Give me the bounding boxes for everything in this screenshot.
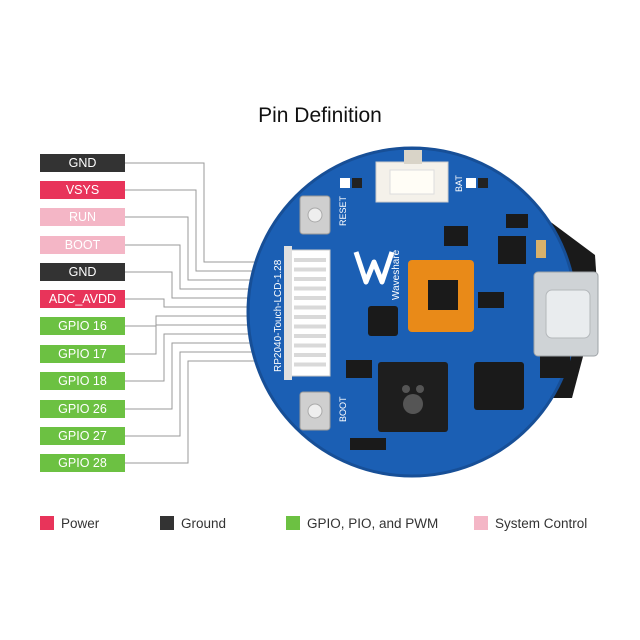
pin-wire	[125, 333, 296, 382]
fpc-pin	[294, 334, 326, 338]
legend-swatch	[474, 516, 488, 530]
fpc-pin	[294, 362, 326, 367]
legend-swatch	[286, 516, 300, 530]
pin-label: GPIO 26	[40, 400, 125, 418]
pin-wire	[125, 342, 296, 410]
pin-label: GND	[40, 154, 125, 172]
legend-swatch	[160, 516, 174, 530]
fpc-pin	[294, 277, 326, 281]
board-model-label: RP2040-Touch-LCD-1.28	[273, 259, 284, 372]
waveshare-logo-icon	[353, 251, 395, 285]
fpc-pin	[294, 343, 326, 348]
legend-label: Ground	[181, 515, 227, 531]
pin-wire	[125, 162, 296, 263]
pin-label: GPIO 27	[40, 427, 125, 445]
pin-label: GND	[40, 263, 125, 281]
fpc-pin	[294, 305, 326, 310]
pin-wires	[125, 162, 296, 464]
fpc-pin	[294, 296, 326, 300]
legend-label: GPIO, PIO, and PWM	[307, 515, 439, 531]
pin-wire	[125, 271, 296, 299]
diagram-title: Pin Definition	[258, 104, 382, 127]
pin-label: RUN	[40, 208, 125, 226]
brand-label: Waveshare	[391, 249, 402, 300]
bat-silk-label: BAT	[454, 175, 464, 192]
fpc-pin	[294, 258, 326, 262]
pin-label: GPIO 18	[40, 372, 125, 390]
legend-swatch	[40, 516, 54, 530]
pin-wire	[125, 351, 296, 437]
pin-label: BOOT	[40, 236, 125, 254]
pin-wire	[125, 216, 296, 281]
pin-label: GPIO 16	[40, 317, 125, 335]
fpc-pin	[294, 286, 326, 291]
pin-label: VSYS	[40, 181, 125, 199]
fpc-pin	[294, 353, 326, 357]
pin-label: GPIO 17	[40, 345, 125, 363]
pin-wire	[125, 360, 296, 464]
raspberry-logo-icon	[402, 385, 424, 414]
pin-label: ADC_AVDD	[40, 290, 125, 308]
regulator-chip	[474, 362, 524, 410]
legend-item: Ground	[160, 514, 226, 532]
pin-wire	[125, 298, 296, 308]
reset-silk-label: RESET	[338, 195, 348, 226]
legend-item: Power	[40, 514, 99, 532]
fpc-pin	[294, 324, 326, 329]
boot-silk-label: BOOT	[338, 396, 348, 422]
pin-wire	[125, 315, 296, 327]
legend-item: System Control	[474, 514, 587, 532]
pin-label: GPIO 28	[40, 454, 125, 472]
pin-wire	[125, 189, 296, 272]
fpc-pin	[294, 267, 326, 272]
imu-chip	[368, 306, 398, 336]
legend-item: GPIO, PIO, and PWM	[286, 514, 438, 532]
legend-label: Power	[61, 515, 100, 531]
pin-wire	[125, 244, 296, 290]
legend-label: System Control	[495, 515, 588, 531]
pin-wire	[125, 324, 296, 355]
fpc-pin	[294, 315, 326, 319]
